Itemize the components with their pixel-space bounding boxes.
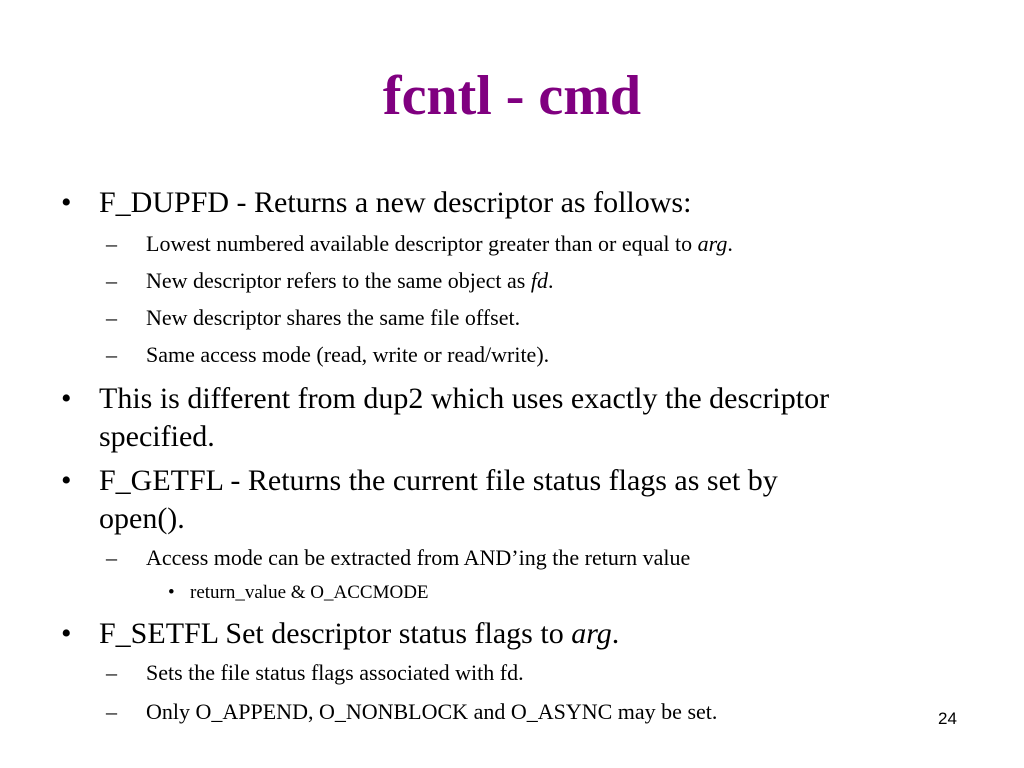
bullet-dup2-difference: • This is different from dup2 which uses… bbox=[61, 381, 830, 417]
sub-bullet-text: Lowest numbered available descriptor gre… bbox=[146, 231, 698, 256]
dash-icon: – bbox=[106, 699, 117, 724]
bullet-punct: . bbox=[611, 617, 620, 650]
sub-bullet-text: Sets the file status flags associated wi… bbox=[146, 660, 524, 685]
bullet-f-getfl-cont: open(). bbox=[99, 502, 185, 535]
sub-bullet-text: Only O_APPEND, O_NONBLOCK and O_ASYNC ma… bbox=[146, 699, 718, 724]
sub-bullet-emphasis: fd bbox=[530, 268, 548, 293]
sub-bullet-lowest-numbered: – Lowest numbered available descriptor g… bbox=[106, 230, 733, 258]
sub-sub-bullet-accmode: • return_value & O_ACCMODE bbox=[168, 581, 429, 605]
sub-bullet-anding: – Access mode can be extracted from AND’… bbox=[106, 544, 691, 572]
sub-bullet-text: New descriptor shares the same file offs… bbox=[146, 305, 521, 330]
sub-bullet-punct: . bbox=[547, 268, 554, 293]
sub-bullet-text: New descriptor refers to the same object… bbox=[146, 268, 531, 293]
bullet-text: This is different from dup2 which uses e… bbox=[99, 382, 830, 415]
bullet-icon: • bbox=[61, 382, 72, 415]
sub-bullet-text: Access mode can be extracted from AND’in… bbox=[146, 545, 691, 570]
bullet-text: F_SETFL Set descriptor status flags to bbox=[99, 617, 572, 650]
slide-title: fcntl - cmd bbox=[382, 65, 642, 127]
sub-sub-bullet-text: return_value & O_ACCMODE bbox=[190, 582, 429, 603]
dash-icon: – bbox=[106, 305, 117, 330]
bullet-icon: • bbox=[168, 582, 175, 603]
bullet-icon: • bbox=[61, 186, 72, 219]
sub-bullet-sets-flags: – Sets the file status flags associated … bbox=[106, 659, 524, 687]
bullet-text: F_DUPFD - Returns a new descriptor as fo… bbox=[99, 186, 692, 219]
bullet-f-getfl: • F_GETFL - Returns the current file sta… bbox=[61, 463, 778, 499]
page-number: 24 bbox=[938, 709, 957, 728]
bullet-dup2-difference-cont: specified. bbox=[99, 420, 215, 453]
sub-bullet-allowed-flags: – Only O_APPEND, O_NONBLOCK and O_ASYNC … bbox=[106, 698, 718, 726]
bullet-icon: • bbox=[61, 617, 72, 650]
dash-icon: – bbox=[106, 342, 117, 367]
sub-bullet-text: Same access mode (read, write or read/wr… bbox=[146, 342, 550, 367]
bullet-icon: • bbox=[61, 464, 72, 497]
bullet-text: F_GETFL - Returns the current file statu… bbox=[99, 464, 778, 497]
bullet-f-setfl: • F_SETFL Set descriptor status flags to… bbox=[61, 616, 620, 652]
dash-icon: – bbox=[106, 545, 117, 570]
sub-bullet-shares-offset: – New descriptor shares the same file of… bbox=[106, 304, 521, 332]
sub-bullet-access-mode: – Same access mode (read, write or read/… bbox=[106, 341, 550, 369]
dash-icon: – bbox=[106, 660, 117, 685]
sub-bullet-punct: . bbox=[727, 231, 733, 256]
sub-bullet-emphasis: arg bbox=[697, 231, 728, 256]
bullet-f-dupfd: • F_DUPFD - Returns a new descriptor as … bbox=[61, 185, 692, 221]
sub-bullet-refers-same-object: – New descriptor refers to the same obje… bbox=[106, 267, 554, 295]
dash-icon: – bbox=[106, 268, 117, 293]
dash-icon: – bbox=[106, 231, 117, 256]
bullet-emphasis: arg bbox=[571, 617, 612, 650]
